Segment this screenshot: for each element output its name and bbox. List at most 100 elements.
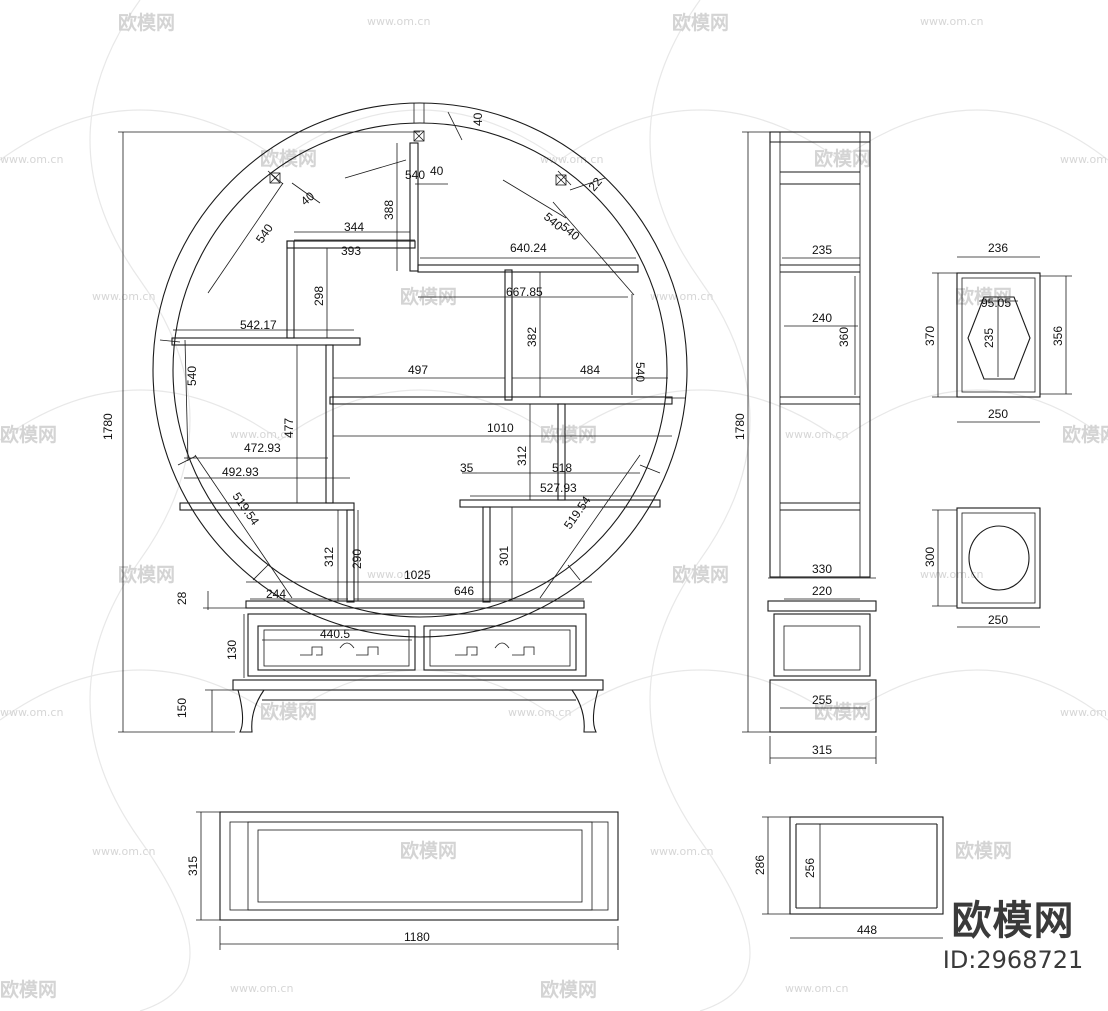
dim-arc-block: 40: [430, 164, 444, 178]
dim-250-hex: 250: [988, 407, 1008, 421]
dim-540: 540: [405, 168, 425, 182]
dim-240: 240: [812, 311, 832, 325]
wm-url: www.om.cn: [367, 15, 430, 28]
dim-plan-315: 315: [186, 856, 200, 876]
dim-640: 640.24: [510, 241, 547, 255]
dim-298: 298: [312, 286, 326, 306]
dim-255: 255: [812, 693, 832, 707]
dim-side-height: 1780: [733, 413, 747, 440]
wm-url: www.om.cn: [1060, 153, 1108, 166]
wm-brand: 欧模网: [400, 285, 457, 308]
dim-344: 344: [344, 220, 364, 234]
dim-315: 315: [812, 743, 832, 757]
wm-brand: 欧模网: [672, 563, 729, 586]
dim-519-b: 519.54: [561, 493, 594, 531]
base-plan-view: 286 256 448: [753, 816, 944, 939]
wm-brand: 欧模网: [260, 700, 317, 723]
model-id: ID:2968721: [942, 946, 1084, 974]
dim-484: 484: [580, 363, 600, 377]
dim-312-a: 312: [515, 446, 529, 466]
dim-360: 360: [837, 327, 851, 347]
dim-235: 235: [812, 243, 832, 257]
dim-235-hex: 235: [982, 328, 996, 348]
brand-name: 欧模网: [951, 898, 1075, 944]
ring-joints: [159, 103, 685, 581]
wm-brand: 欧模网: [814, 147, 871, 170]
dim-472: 472.93: [244, 441, 281, 455]
wm-brand: 欧模网: [0, 978, 57, 1001]
dim-519-a: 519.54: [230, 490, 263, 528]
dim-28: 28: [175, 591, 189, 605]
brand-logo: 欧模网 ID:2968721: [928, 897, 1098, 975]
dim-356: 356: [1051, 326, 1065, 346]
partitions: [286, 142, 566, 603]
wm-url: www.om.cn: [508, 706, 571, 719]
dim-236: 236: [988, 241, 1008, 255]
wm-brand: 欧模网: [400, 839, 457, 862]
dim-382: 382: [525, 327, 539, 347]
wm-url: www.om.cn: [785, 428, 848, 441]
dim-312-b: 312: [322, 547, 336, 567]
dim-301: 301: [497, 546, 511, 566]
plan-view: 315 1180: [186, 811, 619, 950]
wm-url: www.om.cn: [920, 15, 983, 28]
dim-540-e: 540: [185, 366, 199, 386]
dim-1010: 1010: [487, 421, 514, 435]
dim-95: 95.05: [981, 296, 1011, 310]
front-view: 1780 40 40 540 40 540 22 540 540 344 393…: [101, 102, 688, 733]
wm-url: www.om.cn: [1060, 706, 1108, 719]
wm-brand: 欧模网: [0, 423, 57, 446]
dim-top-block: 40: [471, 112, 485, 126]
wm-url: www.om.cn: [785, 982, 848, 995]
oval-panel-detail: 300 250: [923, 507, 1041, 628]
dim-388: 388: [382, 200, 396, 220]
dim-646: 646: [454, 584, 474, 598]
dim-497: 497: [408, 363, 428, 377]
dim-130: 130: [225, 640, 239, 660]
dim-542: 542.17: [240, 318, 277, 332]
dim-300: 300: [923, 547, 937, 567]
dim-540-f: 540: [633, 362, 647, 382]
dim-250-oval: 250: [988, 613, 1008, 627]
dim-1180: 1180: [404, 930, 430, 944]
wm-url: www.om.cn: [230, 428, 293, 441]
dim-256: 256: [803, 858, 817, 878]
dim-block-right: 22: [586, 174, 606, 193]
dim-total-height: 1780: [101, 413, 115, 440]
hex-panel-detail: 236 95.05 235 370 356 250: [923, 241, 1072, 423]
wm-url: www.om.cn: [0, 706, 63, 719]
dim-440: 440.5: [320, 627, 350, 641]
dim-290: 290: [350, 549, 364, 569]
wm-brand: 欧模网: [1062, 423, 1108, 446]
dim-667: 667.85: [506, 285, 543, 299]
dim-220: 220: [812, 584, 832, 598]
wm-url: www.om.cn: [920, 568, 983, 581]
wm-url: www.om.cn: [650, 290, 713, 303]
dim-1025: 1025: [404, 568, 431, 582]
wm-url: www.om.cn: [0, 153, 63, 166]
outer-ring: [152, 102, 688, 638]
dim-370: 370: [923, 326, 937, 346]
dim-286: 286: [753, 855, 767, 875]
dim-arc-block-left: 40: [298, 189, 317, 209]
side-view: 1780 235 240 360 330 220 255 315: [733, 131, 877, 764]
corner-blocks: [269, 130, 567, 186]
wm-brand: 欧模网: [672, 11, 729, 34]
diagonal-dims: [184, 159, 641, 599]
dim-448: 448: [857, 923, 877, 937]
dim-527: 527.93: [540, 481, 577, 495]
drawer-cabinet: [232, 613, 604, 733]
wm-url: www.om.cn: [92, 290, 155, 303]
wm-brand: 欧模网: [118, 563, 175, 586]
dim-393: 393: [341, 244, 361, 258]
dim-244: 244: [266, 587, 286, 601]
dim-lines-front: [118, 111, 672, 733]
inner-ring: [172, 122, 668, 618]
wm-url: www.om.cn: [650, 845, 713, 858]
dim-330: 330: [812, 562, 832, 576]
wm-brand: 欧模网: [540, 423, 597, 446]
dim-150: 150: [175, 698, 189, 718]
dim-35: 35: [460, 461, 474, 475]
